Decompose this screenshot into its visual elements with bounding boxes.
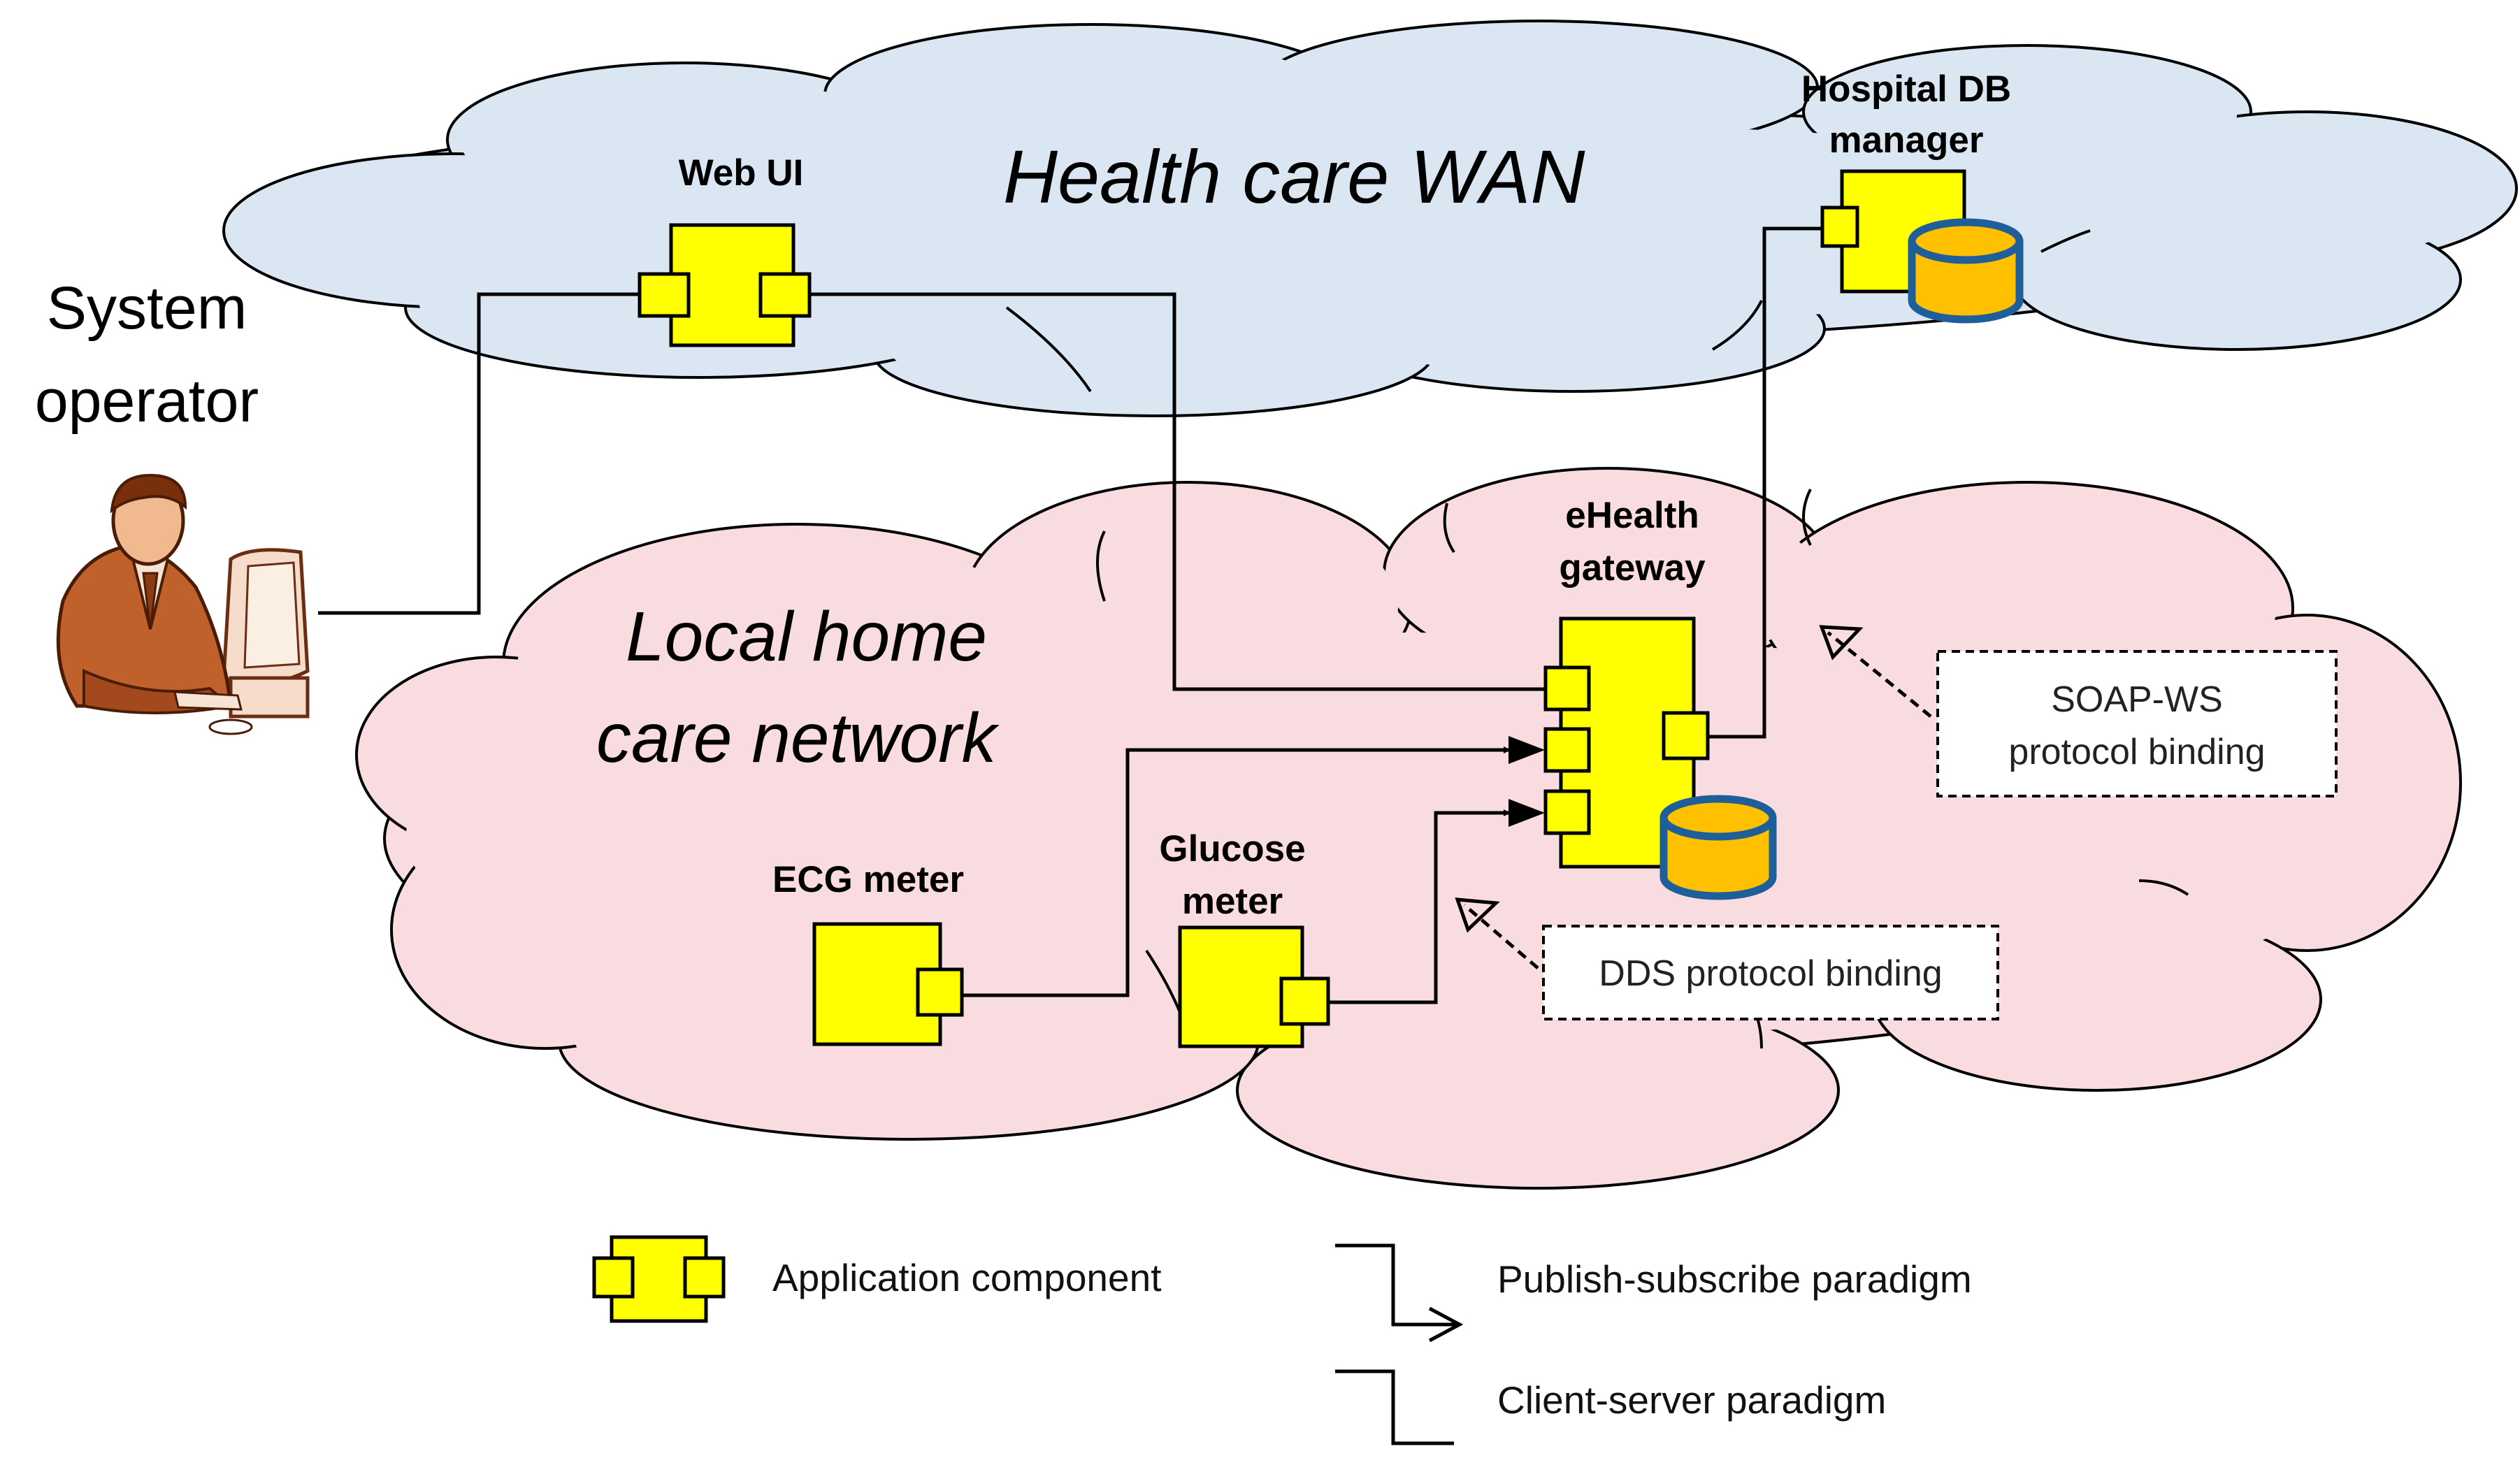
soap-pointer: [1827, 631, 1932, 718]
gateway-label-line1: eHealth: [1565, 495, 1699, 536]
hospital-db-component: [1820, 169, 2024, 324]
operator-webui-link: [318, 292, 640, 615]
note-boxes: [1542, 650, 2338, 1020]
operator-at-computer-icon: [56, 473, 310, 735]
legend-clientserver-label: Client-server paradigm: [1497, 1378, 1886, 1422]
gateway-component: [1543, 616, 1777, 900]
legend-component-icon: [592, 1235, 726, 1323]
lan-title-line1: Local home: [626, 598, 987, 676]
ecg-gateway-link: [962, 746, 1511, 997]
database-icon: [1659, 795, 1777, 900]
legend-component-label: Application component: [772, 1256, 1161, 1299]
ecg-label: ECG meter: [772, 859, 964, 900]
database-icon: [1908, 218, 2024, 324]
webui-gateway-link: [808, 292, 1546, 691]
hospital-db-label-line1: Hospital DB: [1801, 68, 2011, 110]
ecg-meter-component: [812, 922, 964, 1046]
glucose-label-line1: Glucose: [1159, 828, 1305, 869]
glucose-meter-component: [1178, 925, 1330, 1048]
dds-pointer: [1463, 904, 1539, 969]
connection-lines: [318, 226, 1822, 1004]
legend-pubsub-label: Publish-subscribe paradigm: [1497, 1257, 1972, 1301]
soap-note-line1: SOAP-WS: [2051, 679, 2223, 720]
glucose-label-line2: meter: [1182, 881, 1283, 922]
hospital-db-label-line2: manager: [1829, 120, 1984, 161]
operator-label-line1: System: [47, 275, 247, 342]
soap-note-box: [1936, 650, 2338, 797]
soap-note-line2: protocol binding: [2008, 732, 2265, 772]
dds-note-text: DDS protocol binding: [1599, 953, 1942, 994]
operator-label-line2: operator: [35, 368, 259, 435]
web-ui-label: Web UI: [679, 152, 804, 194]
wan-title: Health care WAN: [1003, 134, 1585, 219]
legend-clientserver-line: [1335, 1369, 1454, 1445]
lan-title-line2: care network: [596, 699, 1000, 777]
glucose-gateway-link: [1328, 809, 1511, 1004]
dds-note-box: [1542, 925, 1999, 1020]
gateway-label-line2: gateway: [1559, 547, 1706, 589]
legend-pubsub-line: [1335, 1243, 1457, 1327]
gateway-hospitaldb-link: [1697, 226, 1822, 739]
web-ui-component: [638, 223, 812, 347]
